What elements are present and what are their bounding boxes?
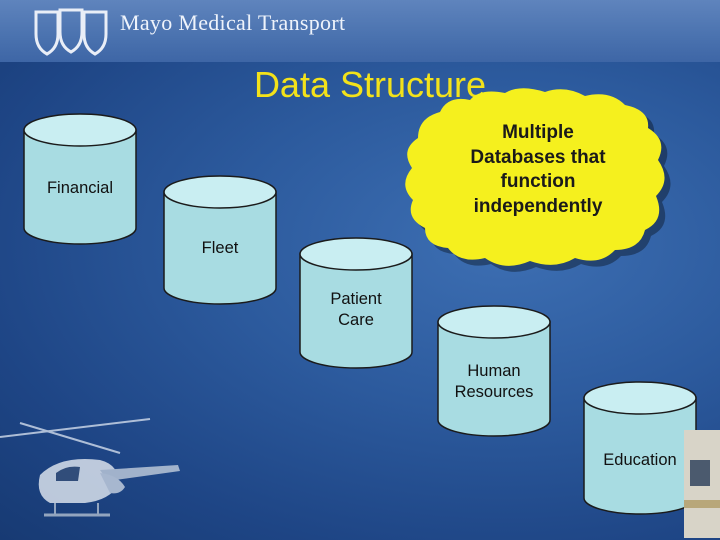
slide-title: Data Structure xyxy=(253,64,487,105)
database-cylinder-financial xyxy=(23,113,137,245)
callout-text: Multiple Databases that function indepen… xyxy=(470,122,606,218)
database-cylinder-education xyxy=(583,381,697,515)
database-label-human-resources: Human Resources xyxy=(454,362,534,402)
database-label-fleet: Fleet xyxy=(201,239,239,257)
database-cylinder-fleet xyxy=(163,175,277,305)
brand-name: Mayo Medical Transport xyxy=(120,10,346,35)
database-cylinder-human-resources xyxy=(437,305,551,437)
helicopter-icon xyxy=(0,418,180,517)
header-bar: Mayo Medical Transport xyxy=(0,0,720,62)
cloud-callout xyxy=(405,88,671,272)
mayo-shields-logo-icon xyxy=(34,8,108,56)
database-label-financial: Financial xyxy=(46,179,114,197)
database-label-education: Education xyxy=(603,451,677,469)
database-label-patient-care: Patient Care xyxy=(330,290,382,330)
ambulance-icon xyxy=(684,430,720,538)
database-cylinder-patient-care xyxy=(299,237,413,369)
